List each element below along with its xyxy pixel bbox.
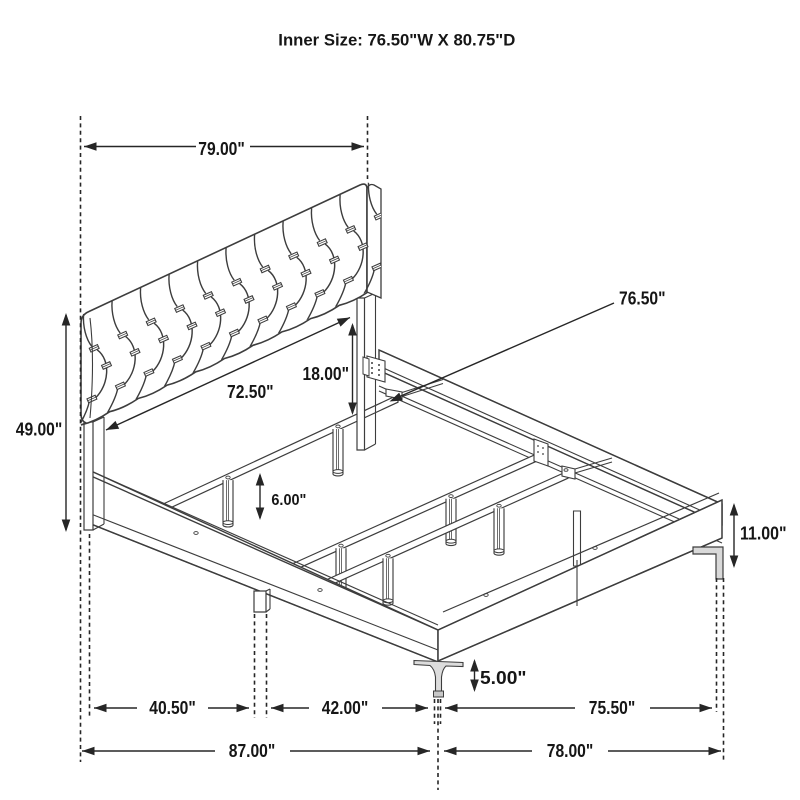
svg-text:40.50": 40.50"	[149, 698, 196, 718]
svg-text:42.00": 42.00"	[322, 698, 369, 718]
svg-text:78.00": 78.00"	[547, 741, 594, 761]
svg-text:11.00": 11.00"	[740, 524, 787, 544]
svg-text:Inner Size: 76.50"W X 80.75"D: Inner Size: 76.50"W X 80.75"D	[278, 32, 515, 50]
svg-text:6.00": 6.00"	[271, 492, 306, 509]
svg-text:76.50": 76.50"	[619, 289, 666, 309]
svg-text:49.00": 49.00"	[16, 420, 63, 440]
svg-text:18.00": 18.00"	[303, 364, 350, 384]
svg-text:75.50": 75.50"	[589, 698, 636, 718]
svg-text:72.50": 72.50"	[227, 382, 274, 402]
svg-text:5.00": 5.00"	[480, 668, 527, 688]
svg-text:87.00": 87.00"	[229, 741, 276, 761]
svg-text:79.00": 79.00"	[198, 139, 245, 159]
